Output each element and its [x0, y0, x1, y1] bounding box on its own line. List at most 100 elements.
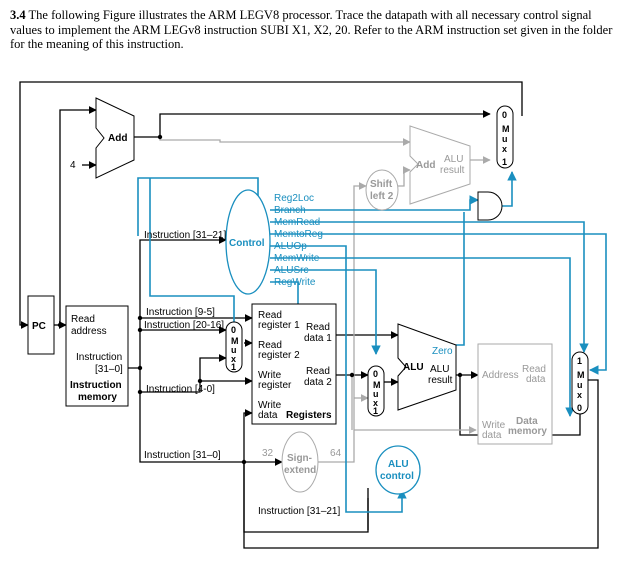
svg-text:0: 0 [577, 403, 582, 413]
svg-text:Instruction [4-0]: Instruction [4-0] [146, 384, 215, 395]
svg-text:Data: Data [516, 416, 538, 427]
svg-text:Instruction [20-16]: Instruction [20-16] [144, 320, 224, 331]
svg-text:Sign-: Sign- [287, 453, 312, 464]
svg-text:1: 1 [502, 157, 507, 167]
svg-text:MemWrite: MemWrite [274, 253, 320, 264]
svg-text:extend: extend [284, 465, 316, 476]
svg-text:Read: Read [306, 322, 330, 333]
svg-text:[31–0]: [31–0] [95, 364, 123, 375]
svg-text:M: M [502, 124, 510, 134]
svg-text:ALUSrc: ALUSrc [274, 265, 308, 276]
svg-text:data: data [526, 374, 546, 385]
svg-text:Instruction: Instruction [70, 380, 122, 391]
svg-text:ALU: ALU [388, 459, 409, 470]
svg-text:left 2: left 2 [370, 191, 394, 202]
svg-text:MemRead: MemRead [274, 217, 320, 228]
svg-text:M: M [231, 336, 239, 346]
control-unit: Control Reg2Loc Branch MemRead MemtoReg … [225, 189, 323, 295]
svg-text:data 1: data 1 [304, 333, 332, 344]
main-alu: ALU Zero ALU result [397, 323, 457, 411]
svg-text:result: result [440, 165, 465, 176]
svg-text:x: x [502, 144, 507, 154]
svg-text:u: u [373, 389, 379, 399]
svg-text:Add: Add [416, 160, 435, 171]
svg-text:x: x [577, 390, 582, 400]
svg-text:Write: Write [258, 400, 282, 411]
pc-source-mux: 0 M u x 1 [496, 105, 514, 169]
svg-text:data: data [482, 430, 502, 441]
question-text: 3.4 The following Figure illustrates the… [10, 8, 620, 52]
register-file: Read register 1 Read data 1 Read registe… [251, 303, 337, 425]
svg-text:0: 0 [502, 110, 507, 120]
svg-text:RegWrite: RegWrite [274, 277, 316, 288]
svg-text:1: 1 [231, 362, 236, 372]
svg-text:memory: memory [508, 426, 547, 437]
reg2loc-mux: 0 M u x 1 [225, 321, 243, 373]
memtoreg-mux: 1 M u x 0 [571, 351, 589, 415]
svg-text:Read: Read [306, 366, 330, 377]
svg-text:Write: Write [258, 370, 282, 381]
svg-text:memory: memory [78, 392, 117, 403]
instruction-field-labels: Instruction [31–21] Instruction [9-5] In… [144, 230, 340, 517]
svg-text:Instruction [9-5]: Instruction [9-5] [146, 307, 215, 318]
svg-text:ALU: ALU [430, 364, 449, 375]
data-memory: Address Read data Write data Data memory [477, 343, 553, 445]
svg-text:Instruction: Instruction [76, 352, 122, 363]
svg-text:ALU: ALU [444, 154, 463, 165]
alu-control: ALU control [375, 445, 421, 495]
svg-text:Address: Address [482, 370, 519, 381]
svg-text:M: M [577, 370, 585, 380]
svg-text:control: control [380, 471, 414, 482]
svg-text:Add: Add [108, 133, 127, 144]
svg-text:32: 32 [262, 448, 274, 459]
svg-text:64: 64 [330, 448, 342, 459]
question-body: The following Figure illustrates the ARM… [10, 8, 613, 51]
pc-adder: Add 4 [70, 97, 135, 179]
instruction-memory: Read address Instruction [31–0] Instruct… [65, 305, 129, 407]
svg-text:Branch: Branch [274, 205, 306, 216]
svg-text:register: register [258, 380, 292, 391]
branch-adder: Add ALU result [409, 125, 471, 205]
svg-text:Instruction [31–21]: Instruction [31–21] [258, 506, 340, 517]
alusrc-mux: 0 M u x 1 [367, 365, 385, 417]
junction-dots [57, 134, 463, 465]
program-counter: PC [27, 295, 55, 355]
svg-text:ALU: ALU [403, 362, 424, 373]
svg-text:Instruction [31–0]: Instruction [31–0] [144, 450, 221, 461]
svg-text:u: u [502, 134, 508, 144]
svg-text:4: 4 [70, 160, 76, 171]
control-wires [137, 171, 607, 513]
svg-text:u: u [231, 345, 237, 355]
svg-text:ALUOp: ALUOp [274, 241, 307, 252]
svg-text:PC: PC [32, 321, 46, 332]
svg-text:data: data [258, 410, 278, 421]
svg-text:1: 1 [373, 406, 378, 416]
svg-text:x: x [231, 354, 236, 364]
svg-text:u: u [577, 380, 583, 390]
svg-text:register 2: register 2 [258, 350, 300, 361]
svg-text:Reg2Loc: Reg2Loc [274, 193, 314, 204]
svg-text:Control: Control [229, 238, 265, 249]
svg-text:Registers: Registers [286, 410, 332, 421]
svg-text:Read: Read [71, 314, 95, 325]
sign-extend: Sign- extend 32 64 [262, 431, 342, 493]
branch-and-gate [477, 191, 503, 221]
svg-text:Read: Read [522, 364, 546, 375]
svg-text:1: 1 [577, 356, 582, 366]
svg-text:Read: Read [258, 310, 282, 321]
svg-text:x: x [373, 398, 378, 408]
svg-text:MemtoReg: MemtoReg [274, 229, 323, 240]
svg-text:address: address [71, 326, 107, 337]
svg-text:result: result [428, 375, 453, 386]
svg-text:Write: Write [482, 420, 506, 431]
svg-text:Shift: Shift [370, 179, 393, 190]
svg-text:Read: Read [258, 340, 282, 351]
shift-left-2: Shift left 2 [365, 169, 399, 211]
svg-text:Instruction [31–21]: Instruction [31–21] [144, 230, 226, 241]
svg-text:register 1: register 1 [258, 320, 300, 331]
svg-text:0: 0 [231, 325, 236, 335]
svg-text:Zero: Zero [432, 346, 453, 357]
svg-text:M: M [373, 380, 381, 390]
